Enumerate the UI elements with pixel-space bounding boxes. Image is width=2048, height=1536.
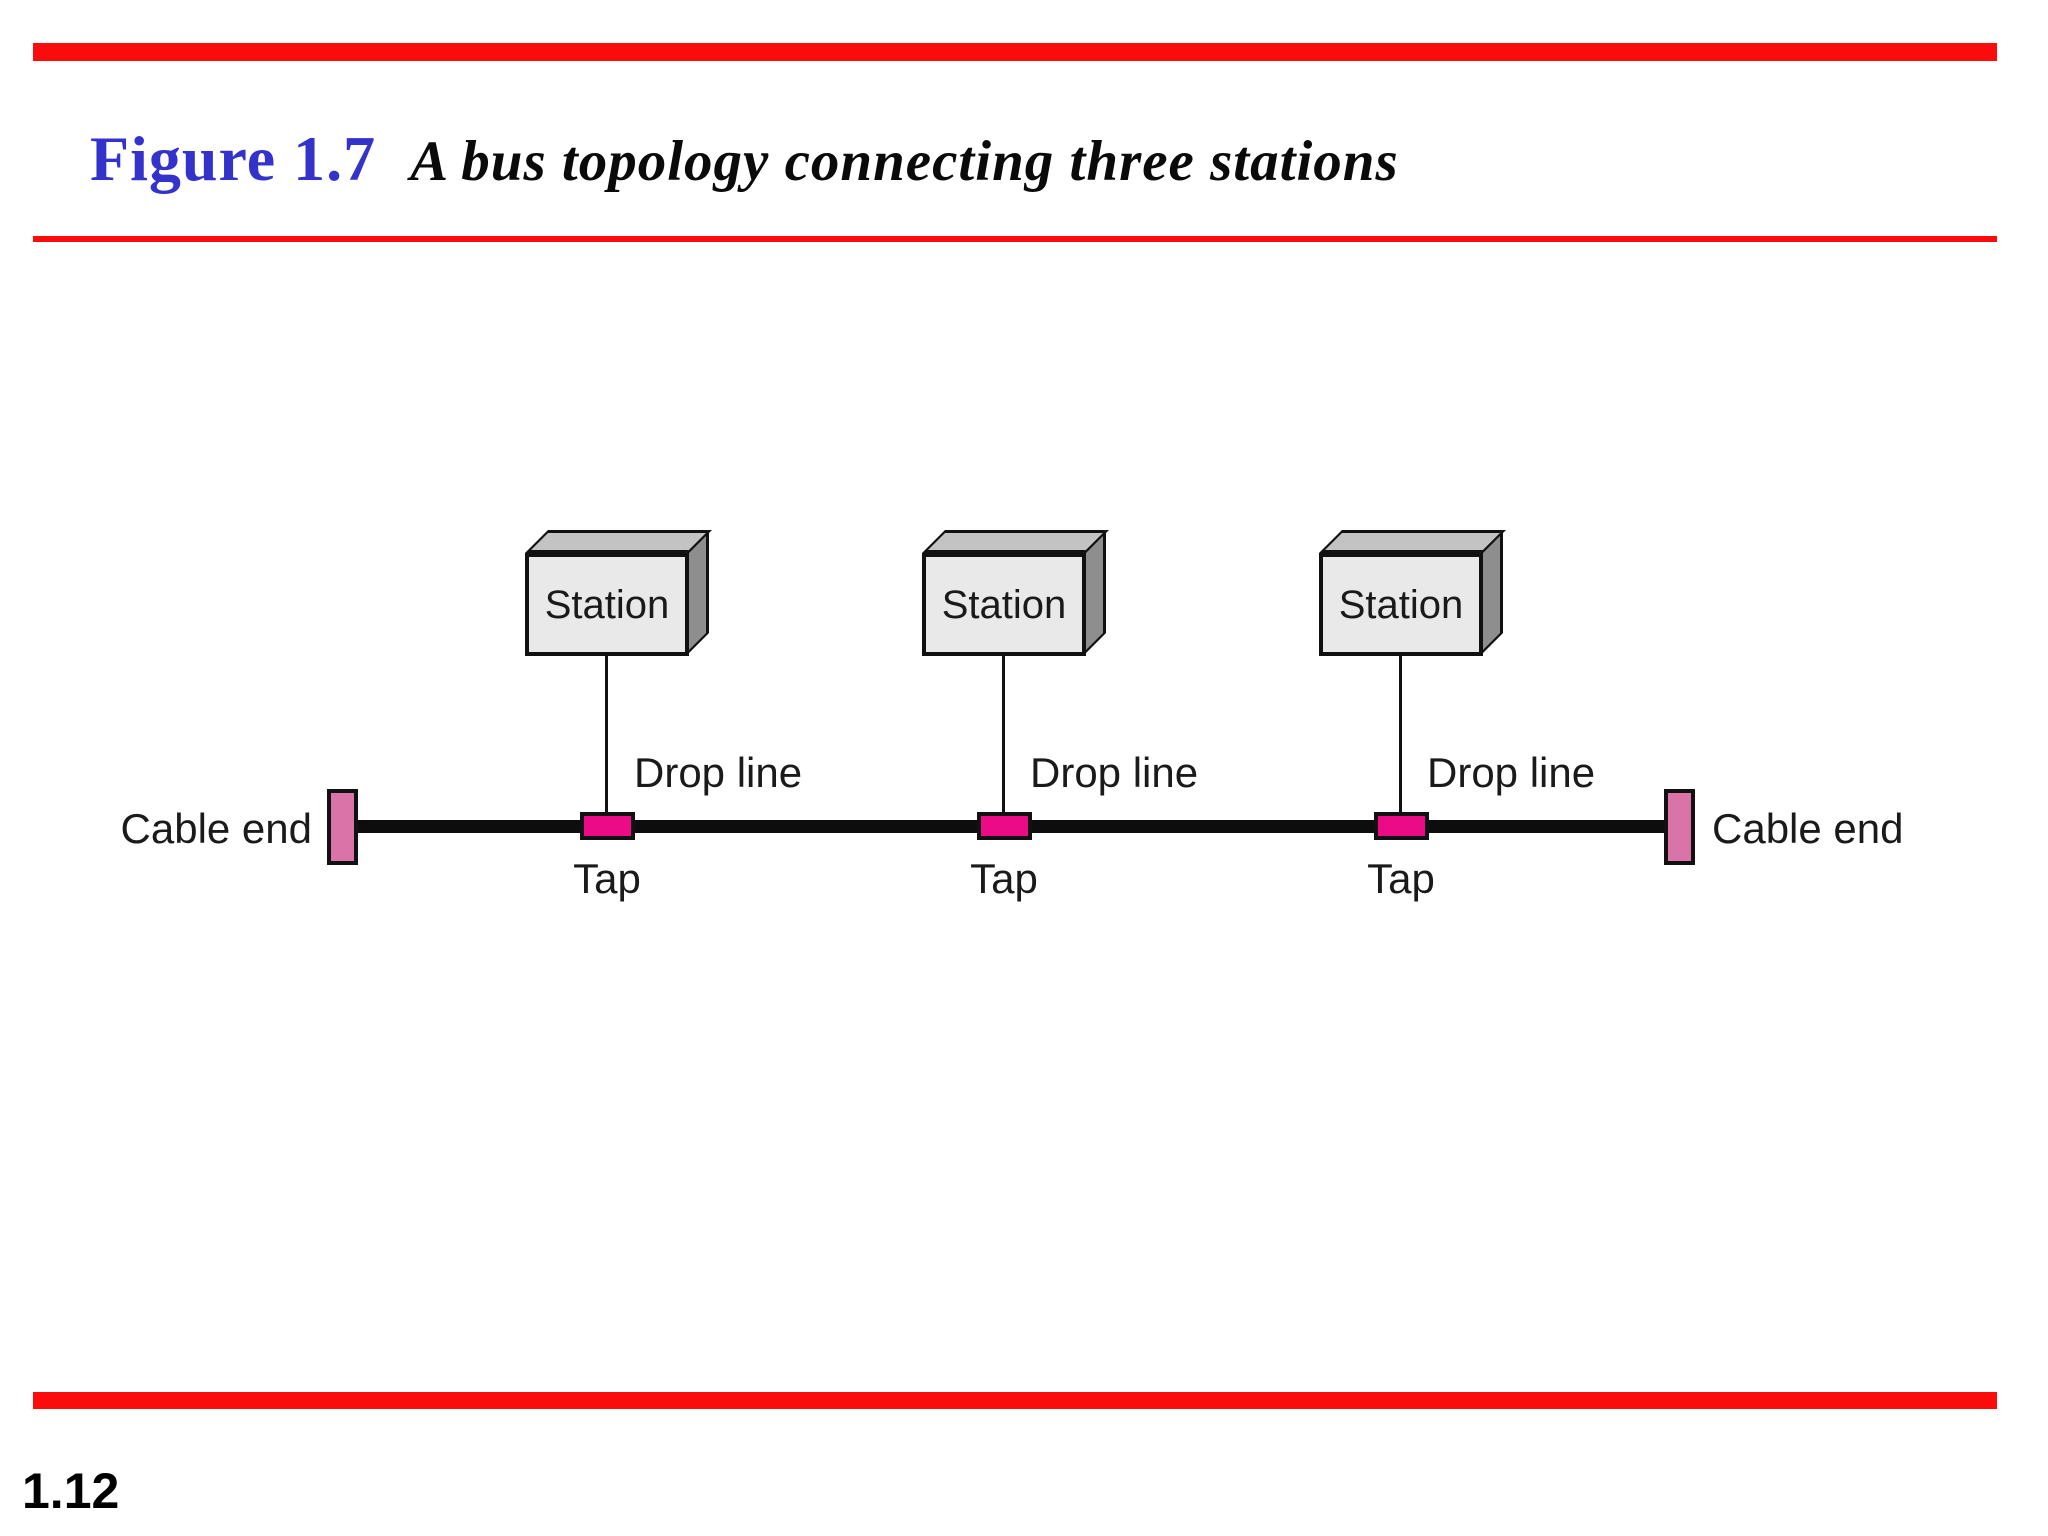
bottom-red-bar <box>33 1392 1997 1409</box>
station-box-top-face <box>1319 530 1506 553</box>
slide-title: Figure 1.7 A bus topology connecting thr… <box>90 122 1399 196</box>
drop-line-label: Drop line <box>634 749 803 796</box>
tap-label: Tap <box>573 855 641 902</box>
top-red-bar <box>33 43 1997 61</box>
cable-end-terminator-left <box>327 789 358 865</box>
station-box-top-face <box>525 530 712 553</box>
station-box-side-face <box>1480 530 1503 656</box>
tap-label: Tap <box>970 855 1038 902</box>
page-number: 1.12 <box>22 1463 120 1519</box>
drop-line-label: Drop line <box>1427 749 1596 796</box>
title-divider-rule <box>33 236 1997 242</box>
drop-line <box>605 656 608 822</box>
drop-line <box>1399 656 1402 822</box>
tap-connector <box>1374 812 1429 840</box>
station-box: Station <box>525 553 689 656</box>
cable-end-terminator-right <box>1664 789 1695 865</box>
station-box-side-face <box>1083 530 1106 656</box>
station-box-side-face <box>686 530 709 656</box>
station-box: Station <box>1319 553 1483 656</box>
station-label: Station <box>941 582 1067 627</box>
figure-caption: A bus topology connecting three stations <box>410 130 1399 193</box>
cable-end-label-left: Cable end <box>120 805 312 852</box>
station-box: Station <box>922 553 1086 656</box>
station-box-top-face <box>922 530 1109 553</box>
station-label: Station <box>1338 582 1464 627</box>
tap-connector <box>977 812 1032 840</box>
figure-number-label: Figure 1.7 <box>90 123 377 194</box>
tap-label: Tap <box>1367 855 1435 902</box>
cable-end-label-right: Cable end <box>1712 805 1904 852</box>
station-label: Station <box>544 582 670 627</box>
drop-line-label: Drop line <box>1030 749 1199 796</box>
tap-connector <box>580 812 635 840</box>
drop-line <box>1002 656 1005 822</box>
